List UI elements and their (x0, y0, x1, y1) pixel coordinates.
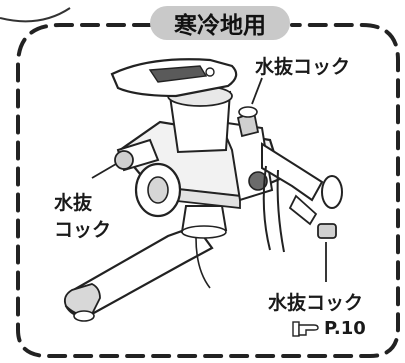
left-drain-cock (114, 150, 134, 170)
bottom-drain-cock (317, 223, 337, 239)
page-ref-text: P.10 (324, 318, 366, 339)
label-drain-top-right: 水抜コック (255, 56, 351, 78)
dashed-frame (16, 23, 400, 358)
pointing-hand-icon (292, 320, 319, 337)
corner-arc (0, 7, 71, 23)
leader-top (251, 77, 263, 105)
label-drain-bottom-right: 水抜コック (268, 292, 364, 314)
page-reference[interactable]: P.10 (292, 318, 366, 339)
right-knob (321, 175, 343, 209)
body-cap (248, 171, 268, 191)
label-drain-left-line1: 水抜 (54, 192, 93, 214)
swivel-joint (180, 205, 228, 234)
label-drain-left-line2: コック (54, 219, 112, 241)
hose (262, 165, 271, 251)
title-badge: 寒冷地用 (150, 6, 290, 40)
leader-left (91, 163, 117, 179)
aerator (73, 310, 95, 322)
lever-grip (148, 65, 208, 83)
right-pipe (261, 142, 324, 202)
